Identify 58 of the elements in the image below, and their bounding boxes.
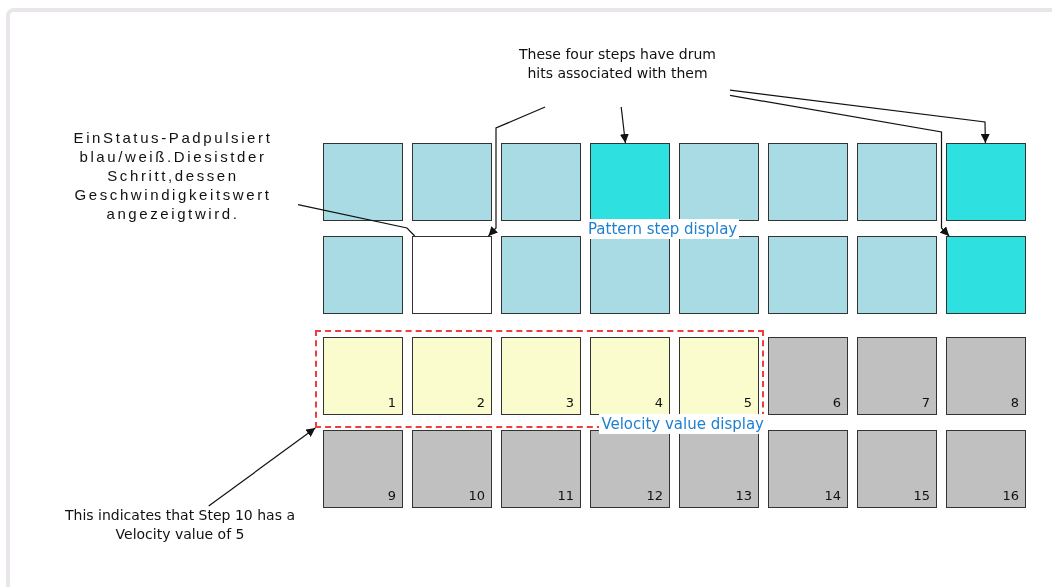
leader-line — [297, 204, 416, 237]
pad — [768, 236, 848, 314]
pad — [857, 236, 937, 314]
pad — [323, 430, 403, 508]
pad — [946, 337, 1026, 415]
pad — [679, 337, 759, 415]
pad — [323, 143, 403, 221]
pad — [501, 143, 581, 221]
pad — [857, 337, 937, 415]
step-number: 16 — [1002, 489, 1019, 502]
pad — [501, 236, 581, 314]
pad — [768, 143, 848, 221]
pad — [590, 430, 670, 508]
pad — [946, 430, 1026, 508]
step-number: 3 — [565, 396, 574, 409]
step-number: 2 — [476, 396, 485, 409]
step-number: 13 — [735, 489, 752, 502]
region-title: Velocity value display — [599, 414, 766, 434]
pad — [857, 430, 937, 508]
pad — [946, 236, 1026, 314]
callout-text: This indicates that Step 10 has a Velocity value of 5 — [55, 506, 305, 548]
pad — [412, 236, 492, 314]
pad — [412, 430, 492, 508]
arrow — [619, 106, 629, 144]
pad — [857, 143, 937, 221]
step-number: 1 — [387, 396, 396, 409]
pad — [412, 337, 492, 415]
step-number: 4 — [654, 396, 663, 409]
pad — [412, 143, 492, 221]
pad — [946, 143, 1026, 221]
step-number: 10 — [468, 489, 485, 502]
pad — [768, 337, 848, 415]
step-number: 5 — [743, 396, 752, 409]
arrow — [729, 89, 990, 144]
arrow — [208, 427, 316, 507]
pad — [590, 236, 670, 314]
callout-text: These four steps have drum hits associated with them — [505, 45, 730, 107]
step-number: 11 — [557, 489, 574, 502]
pad — [501, 337, 581, 415]
pad — [590, 143, 670, 221]
step-number: 12 — [646, 489, 663, 502]
step-number: 14 — [824, 489, 841, 502]
arrow — [487, 106, 546, 237]
step-number: 15 — [913, 489, 930, 502]
pad — [323, 337, 403, 415]
step-number: 9 — [387, 489, 396, 502]
pad — [768, 430, 848, 508]
arrow — [729, 94, 950, 237]
pad — [590, 337, 670, 415]
step-number: 7 — [921, 396, 930, 409]
pad — [501, 430, 581, 508]
callout-text: EinStatus-Padpulsiert blau/weiß.Diesistder Schritt,dessen Geschwindigkeitswert angezeigtwird. — [48, 128, 298, 228]
display-label: Pattern step display — [586, 219, 740, 239]
pad — [679, 143, 759, 221]
pad — [679, 236, 759, 314]
pad — [323, 236, 403, 314]
step-number: 8 — [1010, 396, 1019, 409]
step-number: 6 — [832, 396, 841, 409]
